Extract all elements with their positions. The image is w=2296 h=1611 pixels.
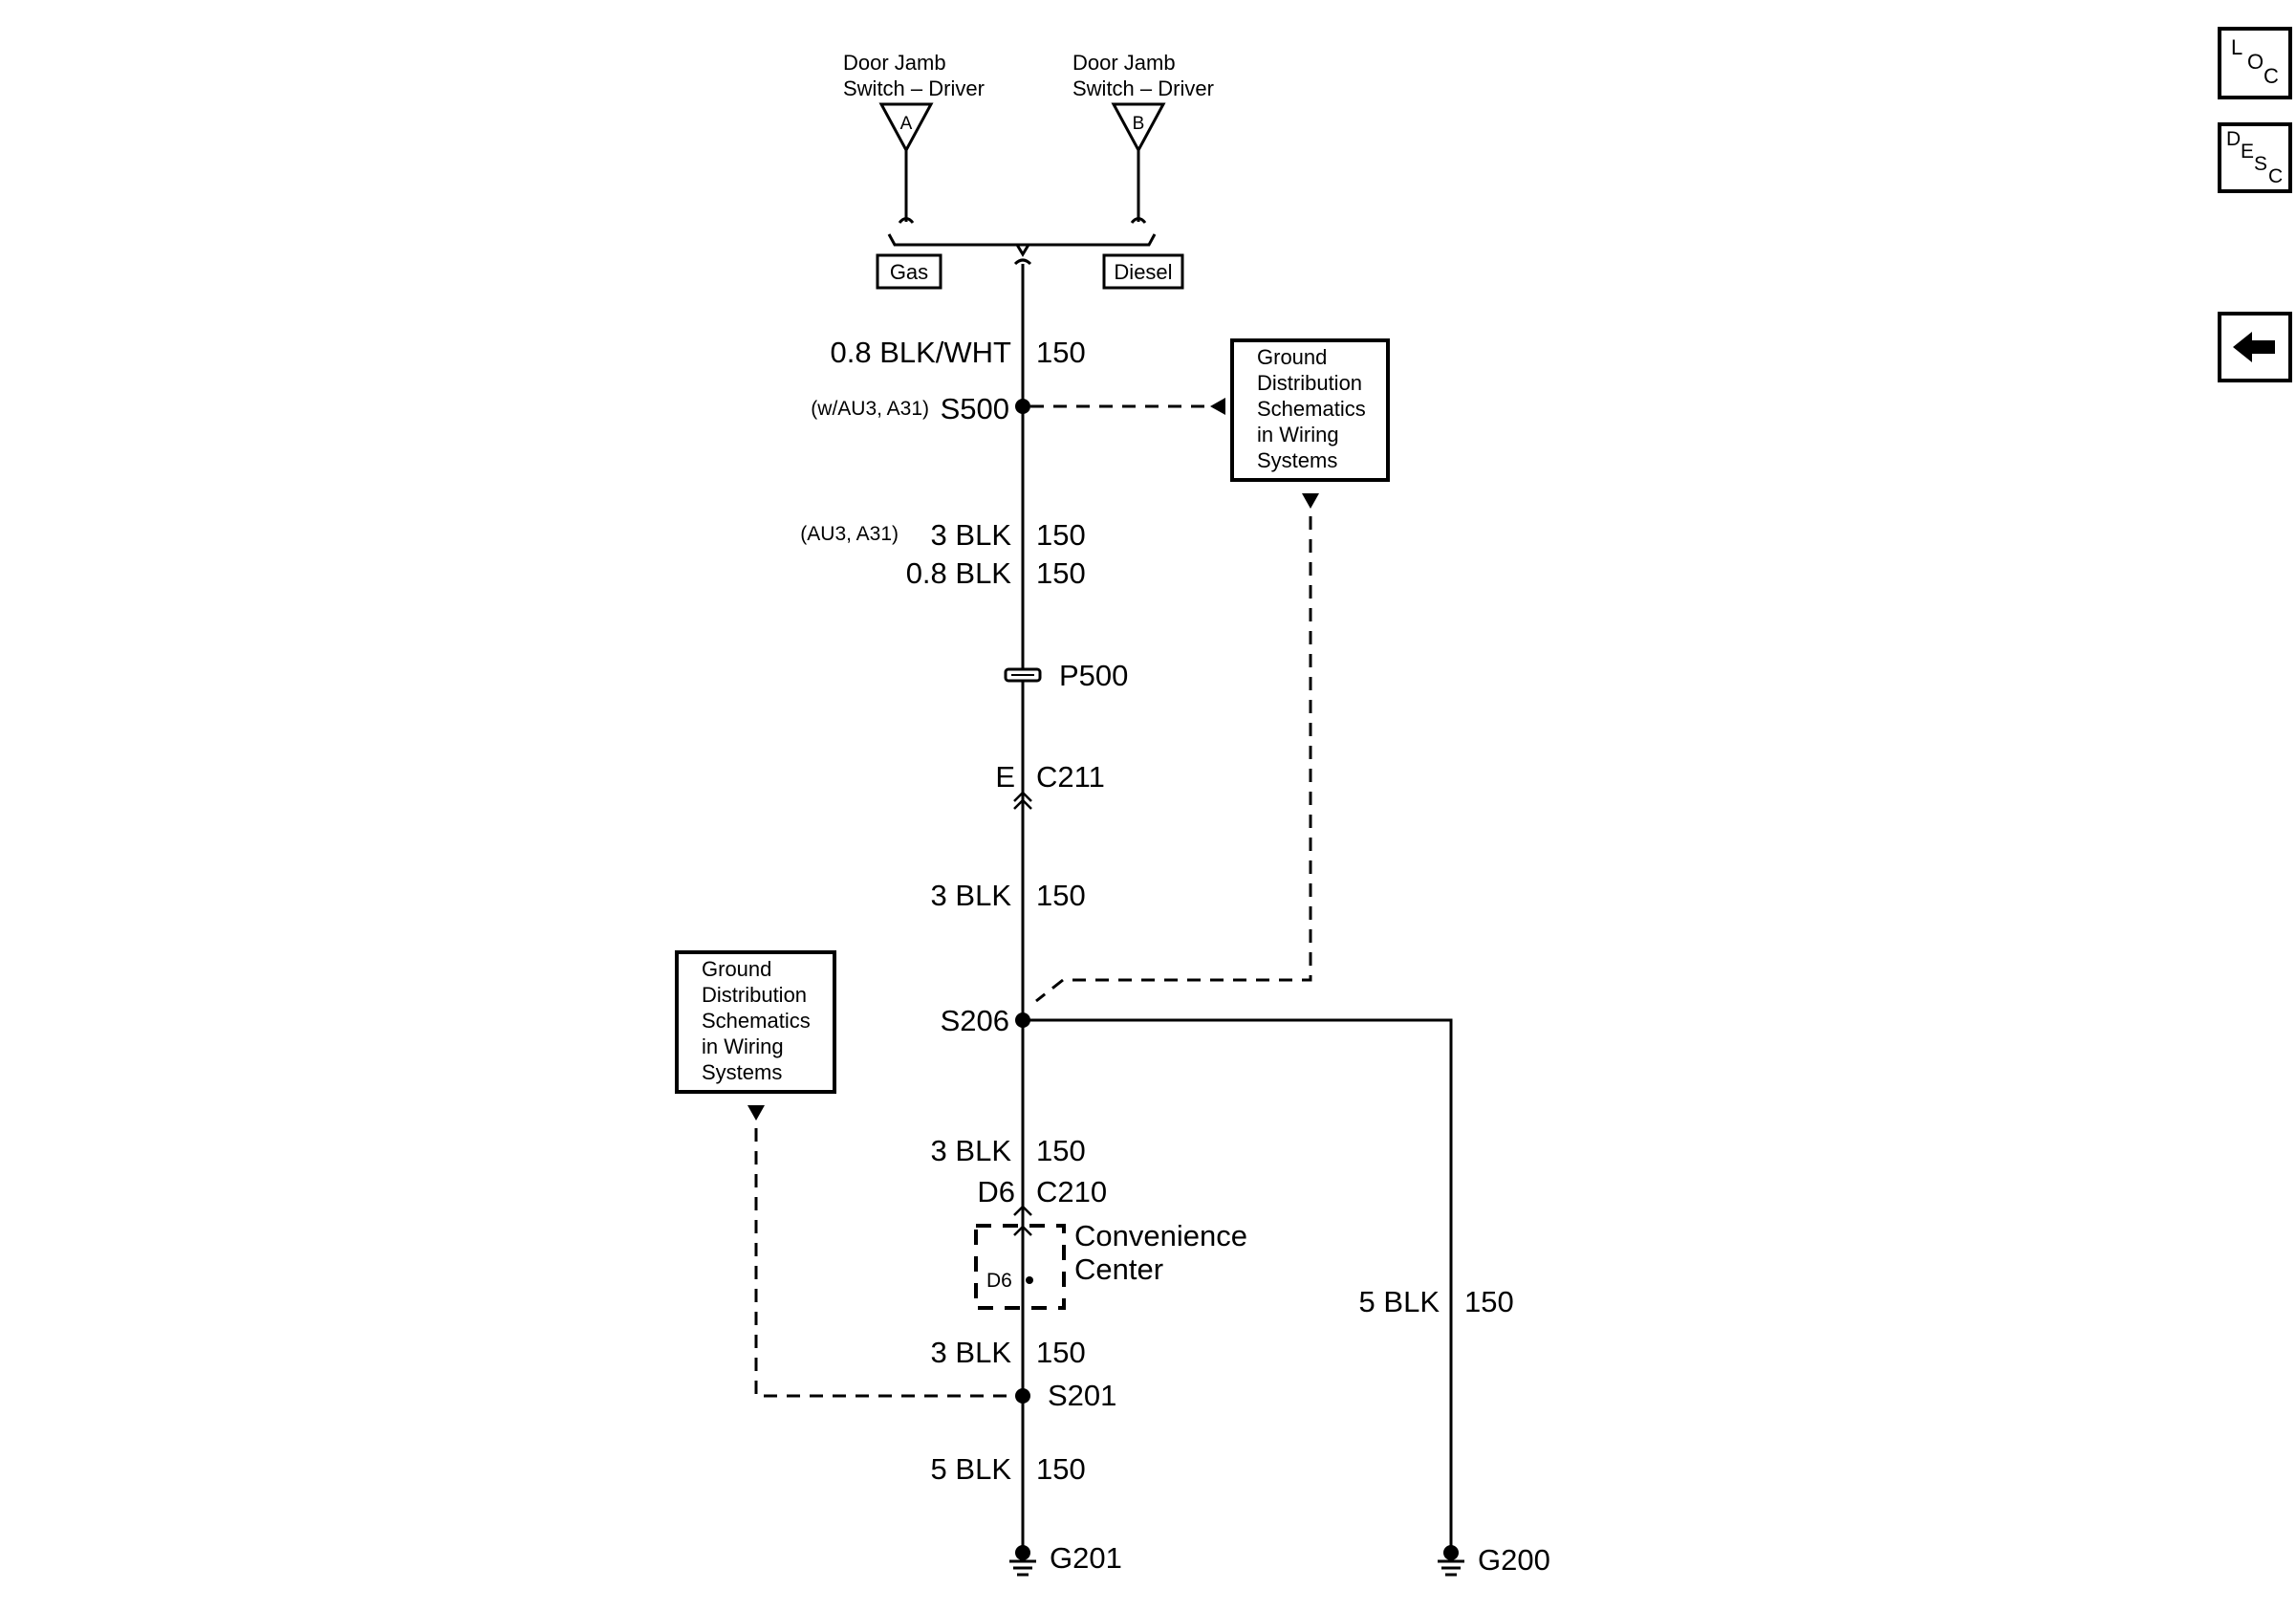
option-brace <box>887 233 1157 266</box>
switch-b-pin: B <box>1133 114 1145 134</box>
ref-left-line2: Distribution <box>702 983 807 1007</box>
splice-s201-label: S201 <box>1048 1379 1116 1412</box>
wire-8-size: 5 BLK <box>1359 1285 1440 1318</box>
wire-7-size: 5 BLK <box>931 1452 1012 1486</box>
ground-g201-label: G201 <box>1050 1541 1122 1575</box>
option-gas-label: Gas <box>890 260 928 284</box>
option-diesel-label: Diesel <box>1114 260 1172 284</box>
desc-letter-e: E <box>2241 141 2254 163</box>
ground-g201-icon <box>1009 1545 1036 1577</box>
loc-letter-o: O <box>2247 50 2264 74</box>
wire-5-size: 3 BLK <box>931 1134 1012 1167</box>
connector-c210-label: C210 <box>1036 1175 1107 1208</box>
ref-left-line4: in Wiring <box>702 1034 784 1058</box>
switch-b-terminal-icon <box>1111 102 1166 154</box>
back-button[interactable] <box>2218 312 2292 382</box>
ref-left-line1: Ground <box>702 957 771 981</box>
convenience-center-pin: D6 <box>986 1270 1012 1292</box>
ref-right-line5: Systems <box>1257 448 1337 472</box>
ref-right-line4: in Wiring <box>1257 423 1339 446</box>
ground-distribution-ref-box-left[interactable]: Ground Distribution Schematics in Wiring… <box>675 950 836 1094</box>
desc-letter-s: S <box>2254 153 2267 175</box>
splice-s206-label: S206 <box>941 1004 1009 1037</box>
wire-1-circuit: 150 <box>1036 336 1086 369</box>
component-name-line1: Convenience <box>1074 1219 1247 1252</box>
loc-button[interactable]: L O C <box>2218 27 2292 99</box>
ref-left-arrow-icon <box>747 1105 765 1121</box>
g200-branch-wire <box>1023 1018 1453 1547</box>
connector-c211-label: C211 <box>1036 760 1105 794</box>
wire-2-qualifier: (AU3, A31) <box>800 523 899 545</box>
switch-a-title-line1: Door Jamb <box>843 51 946 75</box>
wire-8-circuit: 150 <box>1464 1285 1514 1318</box>
ref-right-line3: Schematics <box>1257 397 1366 421</box>
switch-b-option-break-icon <box>1130 217 1147 224</box>
desc-letter-d: D <box>2226 128 2241 150</box>
ref-right-line1: Ground <box>1257 345 1327 369</box>
wire-5-circuit: 150 <box>1036 1134 1086 1167</box>
ground-g200-icon <box>1438 1545 1464 1577</box>
ref-right-line2: Distribution <box>1257 371 1362 395</box>
component-name-line2: Center <box>1074 1252 1163 1286</box>
splice-s500-qualifier: (w/AU3, A31) <box>811 398 929 420</box>
ref-left-line3: Schematics <box>702 1009 811 1033</box>
desc-letter-c: C <box>2268 165 2283 187</box>
wire-3-circuit: 150 <box>1036 556 1086 590</box>
wire-3-size: 0.8 BLK <box>906 556 1012 590</box>
switch-a-terminal-icon <box>878 102 934 154</box>
ref-left-line5: Systems <box>702 1060 782 1084</box>
switch-a-pin: A <box>900 114 913 134</box>
wire-1-size: 0.8 BLK/WHT <box>831 336 1012 369</box>
wire-4-circuit: 150 <box>1036 879 1086 912</box>
wire-2-size: 3 BLK <box>931 518 1012 552</box>
wire-7-circuit: 150 <box>1036 1452 1086 1486</box>
ground-g200-label: G200 <box>1478 1543 1550 1577</box>
ref-right-arrow-icon <box>1302 493 1319 509</box>
wire-2-circuit: 150 <box>1036 518 1086 552</box>
connector-p500-label: P500 <box>1059 659 1128 692</box>
splice-s500-dot <box>1015 399 1030 414</box>
switch-a-option-break-icon <box>898 217 915 224</box>
switch-b-title-line2: Switch – Driver <box>1072 76 1214 100</box>
option-diesel-badge: Diesel <box>1102 253 1184 290</box>
option-gas-badge: Gas <box>876 253 942 290</box>
s206-ref-dashed-link <box>1035 516 1312 1003</box>
switch-a-title-line2: Switch – Driver <box>843 76 985 100</box>
connector-c210-pin: D6 <box>977 1175 1015 1208</box>
switch-driver-a: Door Jamb Switch – Driver A <box>843 51 985 224</box>
p500-passthrough-icon <box>1004 667 1042 683</box>
loc-letter-l: L <box>2231 35 2242 59</box>
s201-ref-dashed-link <box>754 1128 1015 1398</box>
switch-b-title-line1: Door Jamb <box>1072 51 1176 75</box>
ground-distribution-ref-box-right[interactable]: Ground Distribution Schematics in Wiring… <box>1230 338 1390 482</box>
desc-button[interactable]: D E S C <box>2218 122 2292 193</box>
connector-c210-icon <box>1013 1205 1032 1216</box>
left-arrow-icon <box>2233 332 2275 362</box>
wire-4-size: 3 BLK <box>931 879 1012 912</box>
wire-6-size: 3 BLK <box>931 1336 1012 1369</box>
splice-s500-label: S500 <box>941 392 1009 425</box>
splice-s201-dot <box>1015 1388 1030 1404</box>
convenience-center-component: D6 <box>974 1224 1066 1310</box>
s500-ref-arrow-icon <box>1210 398 1225 415</box>
connector-c211-pin: E <box>995 760 1015 794</box>
wire-6-circuit: 150 <box>1036 1336 1086 1369</box>
switch-driver-b: Door Jamb Switch – Driver B <box>1072 51 1214 224</box>
connector-c211-icon <box>1013 791 1032 810</box>
loc-letter-c: C <box>2264 64 2279 88</box>
